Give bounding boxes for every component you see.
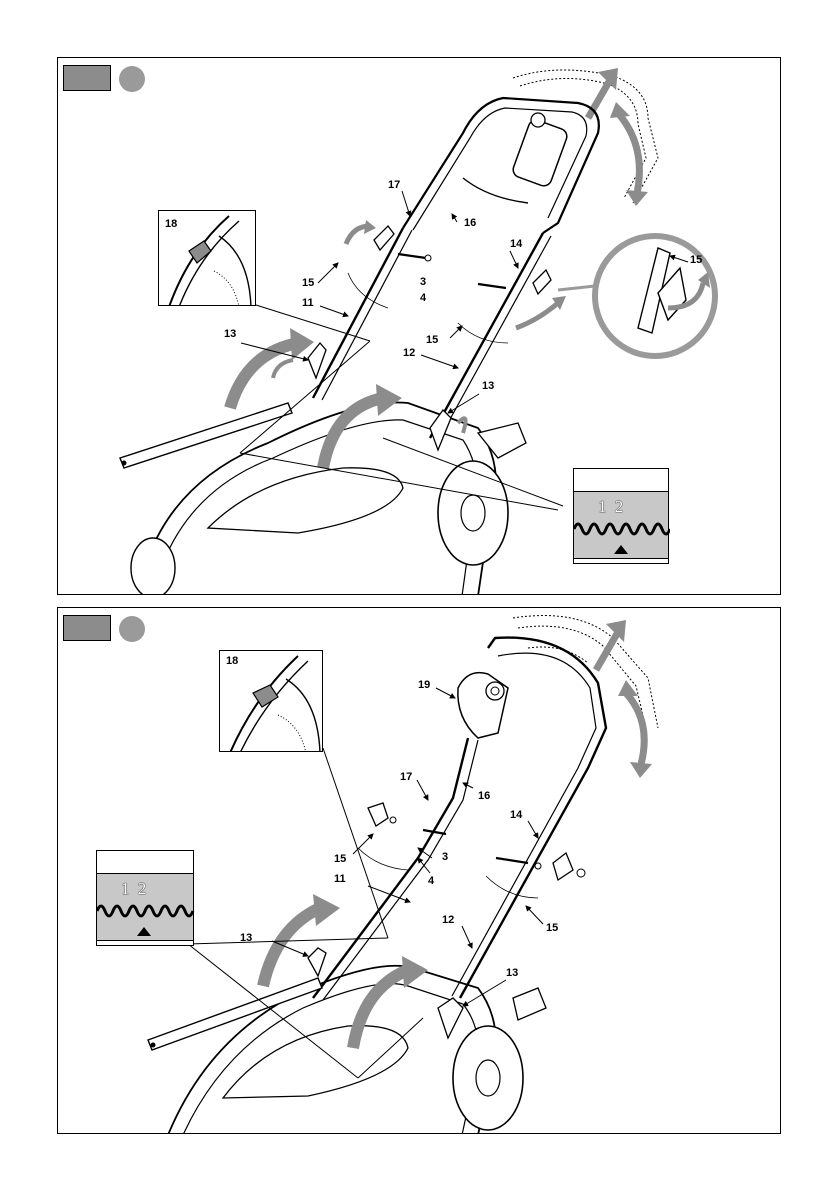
switch-box-19 — [458, 673, 508, 738]
front-wheel — [131, 538, 175, 595]
wing-knob-left — [368, 803, 388, 826]
fold-up-arrow-left — [263, 908, 320, 986]
clamp-knob-left — [308, 948, 326, 976]
callout-13-right: 13 — [506, 968, 518, 979]
assembly-panel-b: 1 2 18 19 17 16 14 15 3 11 4 12 15 13 13 — [57, 607, 781, 1134]
callout-11: 11 — [334, 874, 346, 885]
handle-bar-11 — [313, 228, 403, 398]
height-scale-gauge: 1 2 — [96, 850, 194, 946]
handle-bar-12 — [430, 233, 543, 438]
cable — [463, 178, 528, 203]
fold-up-arrow-left — [230, 343, 298, 408]
callout-15-left: 15 — [334, 854, 346, 865]
assembly-panel-a: 1 2 18 17 16 14 15 15 3 11 4 13 15 12 13 — [57, 57, 781, 595]
callout-14: 14 — [510, 239, 522, 250]
clamp-knob-left — [308, 343, 326, 378]
gauge-numbers: 1 2 — [598, 497, 625, 517]
switch-box — [511, 118, 569, 188]
clamp-knob-right — [438, 998, 463, 1038]
callout-17: 17 — [388, 180, 400, 191]
raise-arrow — [596, 632, 618, 670]
wing-knob-right — [533, 270, 551, 294]
wing-knob-right — [553, 853, 573, 880]
callout-4: 4 — [420, 293, 426, 304]
callout-16: 16 — [478, 791, 490, 802]
clamp-knob-right — [430, 410, 451, 450]
callout-3: 3 — [442, 852, 448, 863]
mower-drawing-a — [58, 58, 781, 595]
fold-arrow — [618, 113, 639, 198]
loose-handle-bar — [120, 403, 292, 468]
callout-12: 12 — [403, 348, 415, 359]
callout-15-mid: 15 — [426, 335, 438, 346]
callout-13-right: 13 — [482, 381, 494, 392]
gauge-pointer — [137, 927, 151, 936]
callout-17: 17 — [400, 772, 412, 783]
raise-arrow — [588, 80, 610, 118]
gauge-numbers: 1 2 — [121, 879, 148, 899]
bolt-right — [478, 284, 506, 288]
height-scale-gauge: 1 2 — [573, 468, 669, 564]
callout-4: 4 — [428, 876, 434, 887]
callout-3: 3 — [420, 277, 426, 288]
callout-15-zoom: 15 — [690, 255, 702, 266]
fold-arrow — [626, 693, 644, 768]
callout-13-left: 13 — [224, 329, 236, 340]
callout-16: 16 — [464, 218, 476, 229]
bolt-left — [398, 254, 426, 258]
callout-15-right: 15 — [546, 923, 558, 934]
callout-15-left: 15 — [302, 278, 314, 289]
callout-12: 12 — [442, 915, 454, 926]
upper-handle — [403, 98, 599, 233]
callout-11: 11 — [302, 298, 314, 309]
callout-19: 19 — [418, 680, 430, 691]
callout-18: 18 — [165, 219, 177, 230]
callout-18: 18 — [226, 656, 238, 667]
grass-box-top — [208, 468, 403, 533]
loose-handle-bar — [148, 978, 322, 1050]
callout-14: 14 — [510, 810, 522, 821]
wing-knob-left — [374, 226, 394, 250]
grass-box-top — [223, 1026, 408, 1098]
gauge-pointer — [614, 545, 628, 554]
bolt-right — [496, 858, 528, 863]
fold-up-arrow-right — [323, 398, 383, 468]
callout-13-left: 13 — [240, 933, 252, 944]
handle-bar-11 — [313, 738, 468, 998]
